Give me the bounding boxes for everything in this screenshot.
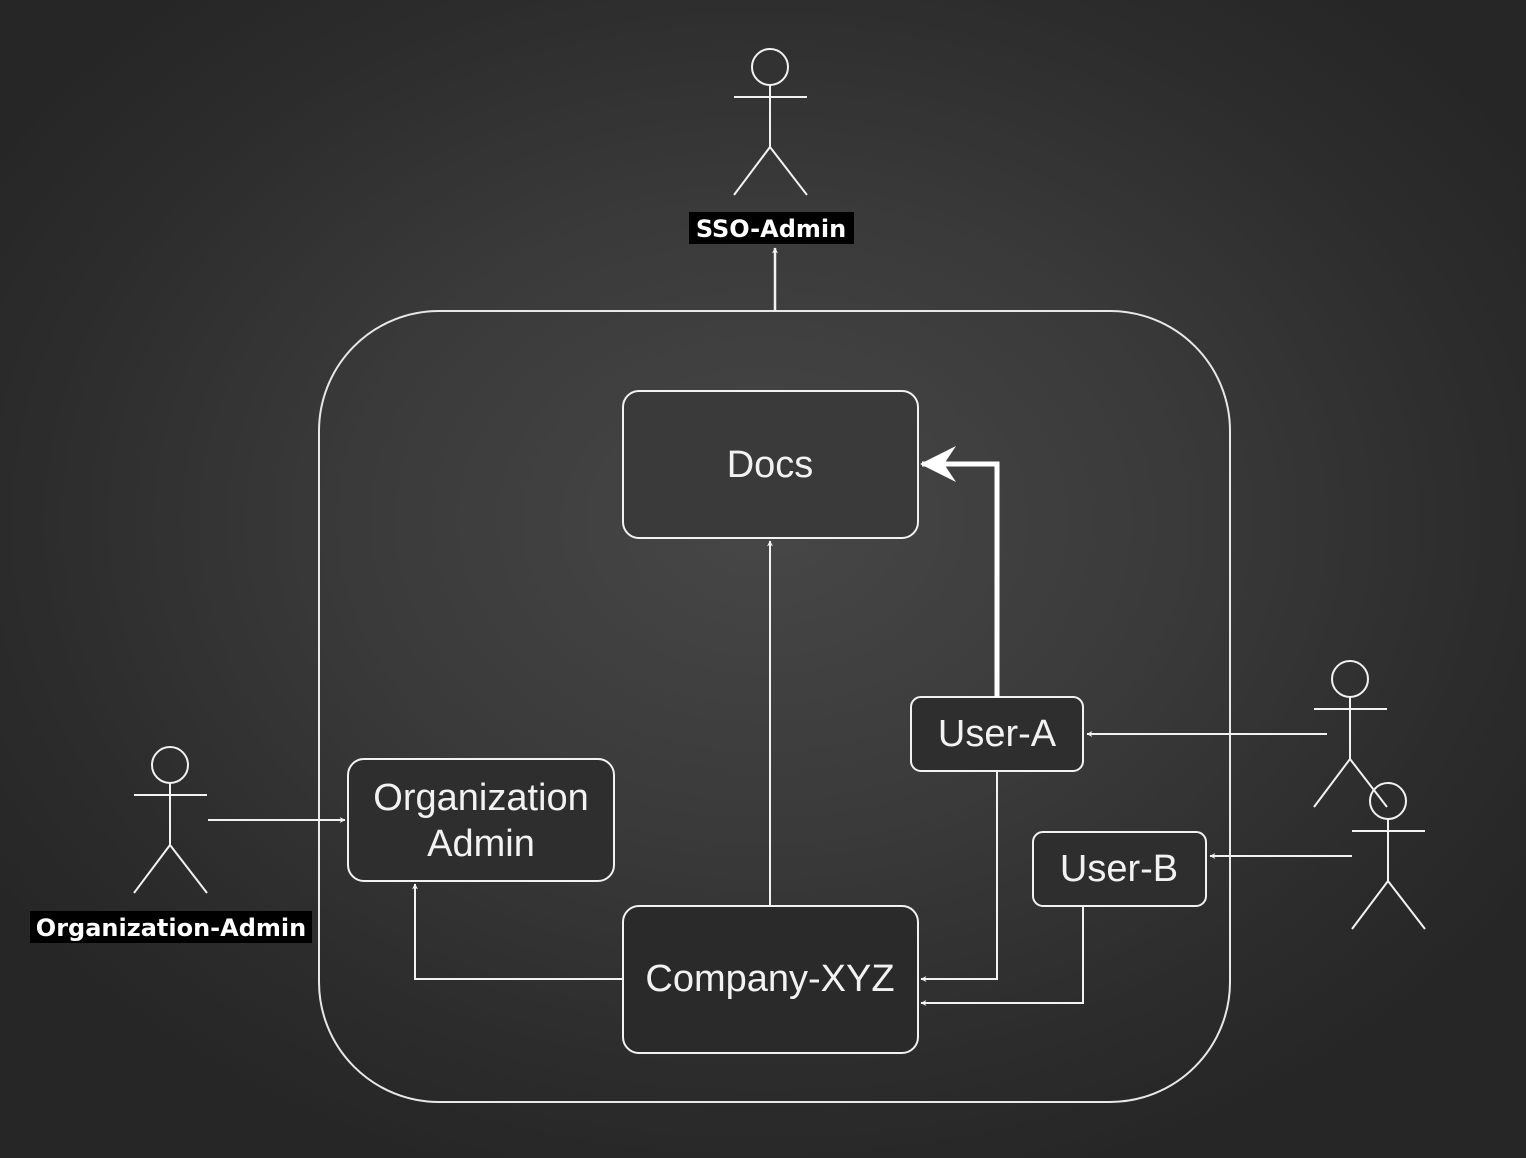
company-xyz-box[interactable]: Company-XYZ xyxy=(622,905,919,1054)
organization-admin-actor-icon[interactable] xyxy=(133,746,208,894)
user-a-box[interactable]: User-A xyxy=(910,696,1084,772)
sso-admin-label: SSO-Admin xyxy=(689,212,854,244)
user-a-actor-icon[interactable] xyxy=(1313,660,1388,808)
user-a-to-docs-arrowhead xyxy=(920,446,956,482)
user-a-to-company-arrow xyxy=(920,771,998,982)
organization-admin-label-line1: Organization xyxy=(373,777,588,819)
user-a-to-docs-arrow xyxy=(922,461,1000,697)
company-xyz-label: Company-XYZ xyxy=(645,958,894,1000)
sso-admin-actor-icon[interactable] xyxy=(733,48,808,196)
organization-admin-label-text: Organization-Admin xyxy=(36,914,306,942)
user-b-box[interactable]: User-B xyxy=(1032,831,1207,907)
user-b-to-company-arrow xyxy=(920,906,1084,1006)
user-b-actor-icon[interactable] xyxy=(1351,782,1426,930)
docs-label: Docs xyxy=(727,444,814,486)
organization-admin-label-line2: Admin xyxy=(427,823,535,865)
organization-admin-label: Organization-Admin xyxy=(30,911,312,943)
organization-admin-box[interactable]: Organization Admin xyxy=(347,758,615,882)
docs-box[interactable]: Docs xyxy=(622,390,919,539)
user-a-label: User-A xyxy=(938,713,1057,755)
sso-admin-label-text: SSO-Admin xyxy=(696,215,846,243)
user-b-label: User-B xyxy=(1060,848,1178,890)
company-to-org-admin-arrow xyxy=(412,883,623,980)
